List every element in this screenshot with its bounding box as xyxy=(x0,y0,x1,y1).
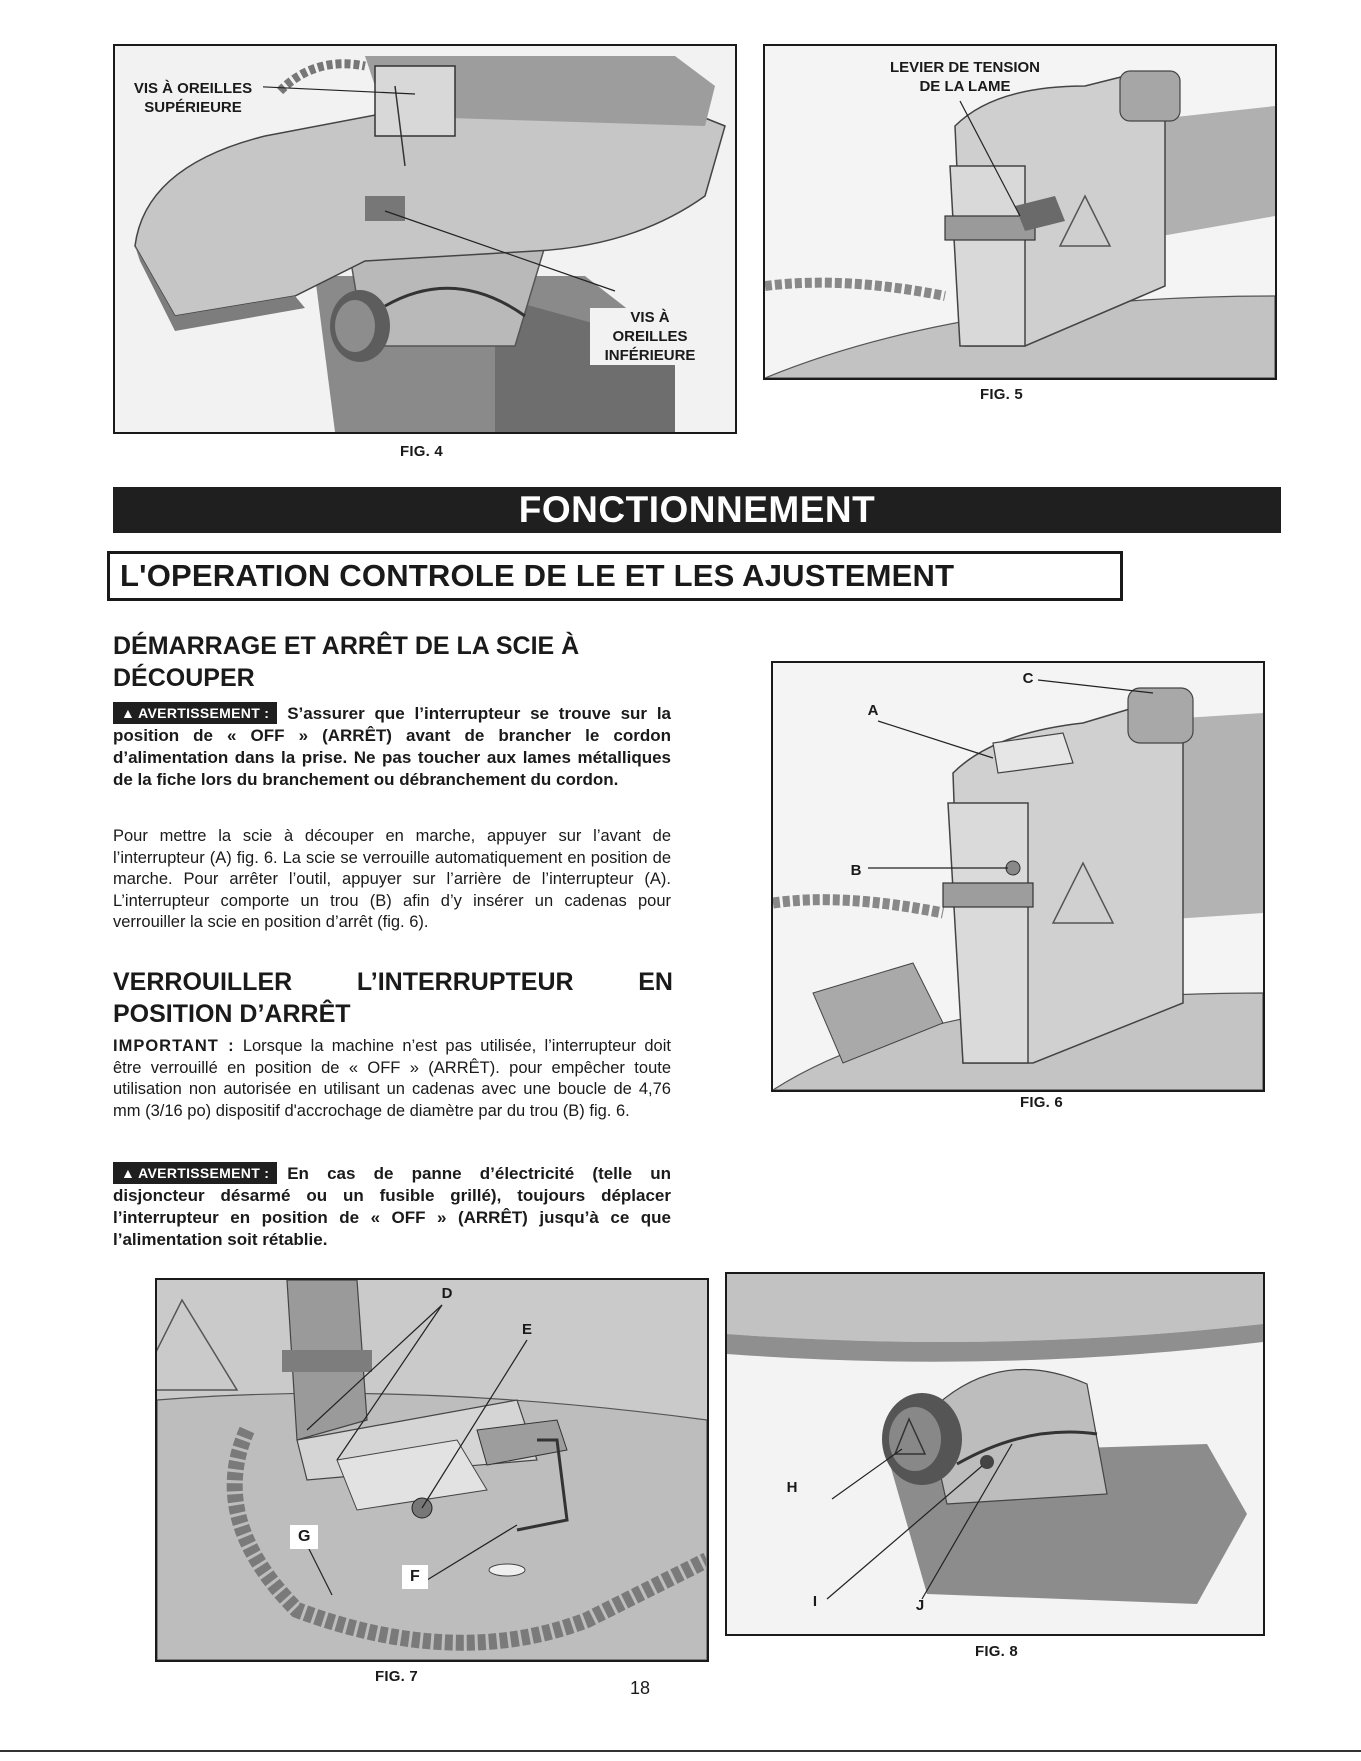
heading-lock-switch-line2: POSITION D’ARRÊT xyxy=(113,1000,351,1028)
label-f: F xyxy=(402,1565,428,1589)
label-lower-line3: INFÉRIEURE xyxy=(604,347,696,364)
figure-5: LEVIER DE TENSION DE LA LAME xyxy=(763,44,1277,380)
important-paragraph: IMPORTANT : Lorsque la machine n’est pas… xyxy=(113,1036,671,1122)
figure-6: A B C xyxy=(771,661,1265,1092)
label-lower-wing-screw: VIS À OREILLES INFÉRIEURE xyxy=(590,308,710,365)
heading-start-stop: DÉMARRAGE ET ARRÊT DE LA SCIE À DÉCOUPER xyxy=(113,630,673,694)
label-c: C xyxy=(1022,670,1034,687)
label-lower-line1: VIS À xyxy=(630,309,670,326)
figure-5-illustration xyxy=(765,46,1275,378)
important-text: Lorsque la machine n’est pas utilisée, l… xyxy=(113,1037,671,1120)
warning-text-1: S’assurer que l’interrupteur se trouve s… xyxy=(113,704,671,789)
label-upper-line2: SUPÉRIEURE xyxy=(144,99,242,116)
figure-4-illustration xyxy=(115,46,735,432)
figure-7-illustration xyxy=(157,1280,707,1660)
figure-7-caption: FIG. 7 xyxy=(375,1668,418,1685)
bottom-rule xyxy=(0,1750,1361,1752)
warning-triangle-icon: ▲ xyxy=(121,1165,136,1181)
important-label: IMPORTANT : xyxy=(113,1037,235,1055)
label-upper-wing-screw: VIS À OREILLES SUPÉRIEURE xyxy=(123,79,263,117)
label-lever-line2: DE LA LAME xyxy=(919,78,1011,95)
label-lever-line1: LEVIER DE TENSION xyxy=(889,59,1041,76)
label-a: A xyxy=(867,702,879,719)
label-h: H xyxy=(786,1479,798,1496)
figure-8: H I J xyxy=(725,1272,1265,1636)
label-b: B xyxy=(850,862,862,879)
heading-start-stop-line1: DÉMARRAGE ET ARRÊT DE LA SCIE À xyxy=(113,632,580,660)
page-number: 18 xyxy=(630,1678,651,1698)
warning-text-2: En cas de panne d’électricité (telle un … xyxy=(113,1164,671,1249)
start-stop-body: Pour mettre la scie à découper en marche… xyxy=(113,827,671,931)
figure-5-caption: FIG. 5 xyxy=(980,386,1023,403)
figure-4-caption: FIG. 4 xyxy=(400,443,443,460)
heading-lock-switch-line1: VERROUILLER L’INTERRUPTEUR EN xyxy=(113,968,673,996)
label-j: J xyxy=(915,1597,925,1614)
figure-6-illustration xyxy=(773,663,1263,1090)
subsection-banner: L'OPERATION CONTROLE DE LE ET LES AJUSTE… xyxy=(107,551,1123,601)
warning-badge-2: ▲AVERTISSEMENT : xyxy=(113,1162,278,1184)
figure-8-caption: FIG. 8 xyxy=(975,1643,1018,1660)
label-lower-line2: OREILLES xyxy=(612,328,688,345)
heading-start-stop-line2: DÉCOUPER xyxy=(113,664,255,692)
warning-triangle-icon: ▲ xyxy=(121,705,136,721)
figure-8-illustration xyxy=(727,1274,1263,1634)
warning-badge-1: ▲AVERTISSEMENT : xyxy=(113,702,278,724)
figure-4: VIS À OREILLES SUPÉRIEURE VIS À OREILLES… xyxy=(113,44,737,434)
warning-badge-1-label: AVERTISSEMENT : xyxy=(138,705,270,721)
warning-paragraph-2: ▲AVERTISSEMENT :En cas de panne d’électr… xyxy=(113,1162,671,1251)
label-g: G xyxy=(290,1525,319,1549)
label-blade-tension-lever: LEVIER DE TENSION DE LA LAME xyxy=(865,58,1065,96)
label-upper-line1: VIS À OREILLES xyxy=(133,80,253,97)
warning-paragraph-1: ▲AVERTISSEMENT :S’assurer que l’interrup… xyxy=(113,702,671,791)
figure-7: D E F G xyxy=(155,1278,709,1662)
section-banner: FONCTIONNEMENT xyxy=(113,487,1281,533)
figure-6-caption: FIG. 6 xyxy=(1020,1094,1063,1111)
warning-badge-2-label: AVERTISSEMENT : xyxy=(138,1165,270,1181)
label-i: I xyxy=(812,1593,818,1610)
label-e: E xyxy=(521,1321,532,1338)
heading-lock-switch: VERROUILLER L’INTERRUPTEUR EN POSITION D… xyxy=(113,966,673,1030)
label-d: D xyxy=(441,1285,453,1302)
